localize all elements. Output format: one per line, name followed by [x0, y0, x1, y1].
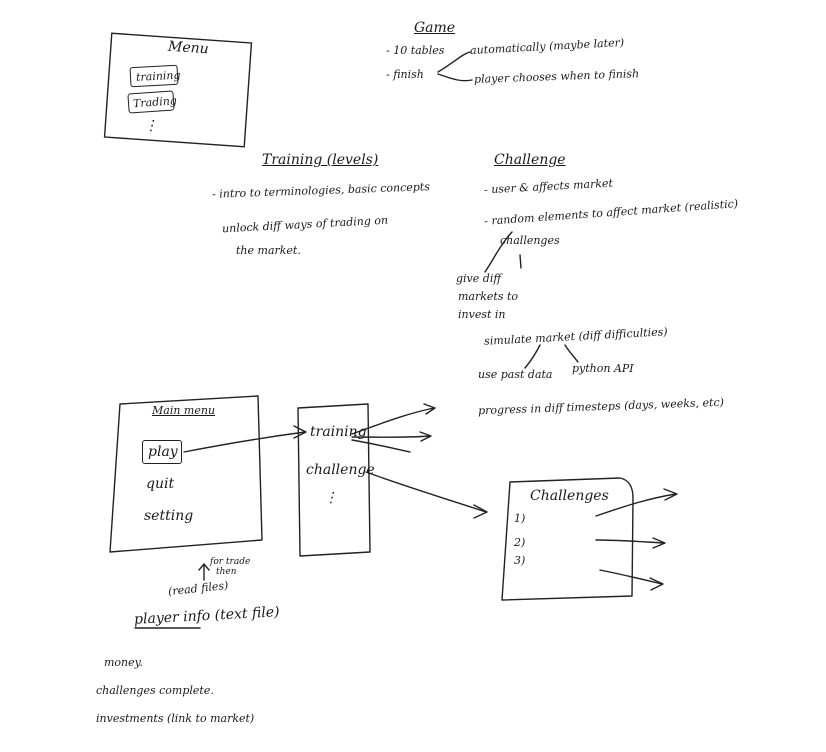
top-menu-title: Menu [167, 38, 210, 58]
challenges-title: Challenges [530, 488, 609, 504]
mode-training[interactable]: training [310, 424, 367, 440]
challenge-2-arrowhead [652, 537, 666, 549]
simulate-market: simulate market (diff difficulties) [483, 325, 668, 348]
challenge-2-arrow [595, 539, 665, 544]
top-menu-trading-label: Trading [132, 94, 178, 111]
play-to-training-arrow [183, 431, 306, 453]
player-field-challenges: challenges complete. [96, 684, 214, 697]
top-menu-training-button[interactable]: training [129, 64, 181, 88]
mode-challenge[interactable]: challenge [306, 462, 375, 478]
main-menu-settings[interactable]: setting [144, 508, 194, 524]
training-arrow-3 [351, 439, 411, 453]
training-line-2: unlock diff ways of trading on [221, 213, 389, 236]
training-line-1: - intro to terminologies, basic concepts [211, 180, 431, 201]
give-diff-2: markets to [458, 290, 519, 303]
game-title: Game [414, 20, 456, 36]
top-menu-trading-button[interactable]: Trading [127, 90, 177, 114]
challenge-line-3: challenges [500, 234, 560, 247]
read-files-note: (read files) [167, 578, 229, 599]
training-arrowhead-2 [419, 431, 432, 442]
challenge-line-1: - user & affects market [483, 176, 614, 197]
challenge-3-arrow [599, 569, 663, 585]
game-finish-player: player chooses when to finish [473, 67, 640, 86]
challenges-branch-down [519, 254, 522, 269]
challenge-3-arrowhead [649, 577, 664, 591]
mode-more: ⋮ [324, 490, 338, 506]
finish-branch-lower [437, 73, 473, 82]
for-trade-note: for trade [210, 557, 251, 567]
main-menu-title: Main menu [152, 404, 216, 417]
challenge-title: Challenge [494, 152, 566, 168]
give-diff-1: give diff [456, 272, 502, 285]
python-api: python API [572, 362, 634, 375]
main-menu-play-button[interactable]: play [142, 440, 182, 464]
play-to-training-arrowhead [293, 425, 307, 439]
simulate-branch-left [524, 344, 541, 369]
use-past-data: use past data [478, 368, 553, 381]
progress-timesteps: progress in diff timesteps (days, weeks,… [477, 395, 725, 418]
training-arrowhead-1 [423, 403, 436, 415]
give-diff-3: invest in [458, 308, 506, 321]
player-field-money: money. [104, 656, 143, 669]
game-finish: - finish [386, 68, 424, 81]
up-arrow-head [198, 563, 210, 571]
challenge-to-box-arrowhead [473, 504, 488, 519]
challenge-item-2[interactable]: 2) [514, 536, 526, 549]
top-menu-more: ⋮ [144, 118, 158, 134]
challenge-item-3[interactable]: 3) [514, 554, 526, 567]
simulate-branch-right [564, 344, 579, 363]
challenge-to-box-arrow [365, 471, 487, 513]
main-menu-play-label: play [148, 444, 178, 460]
top-menu-training-label: training [135, 68, 181, 84]
training-title: Training (levels) [262, 152, 379, 168]
player-field-investments: investments (link to market) [96, 712, 255, 725]
player-info-label: player info (text file) [133, 604, 280, 628]
then-note: then [216, 567, 237, 577]
challenge-item-1[interactable]: 1) [514, 512, 526, 525]
main-menu-frame [109, 395, 263, 553]
main-menu-quit[interactable]: quit [146, 476, 175, 492]
training-line-3: the market. [236, 244, 301, 257]
challenge-1-arrowhead [663, 488, 678, 501]
game-finish-auto: automatically (maybe later) [469, 35, 625, 58]
game-tables: - 10 tables [386, 44, 445, 57]
challenge-line-2: - random elements to affect market (real… [483, 197, 739, 228]
